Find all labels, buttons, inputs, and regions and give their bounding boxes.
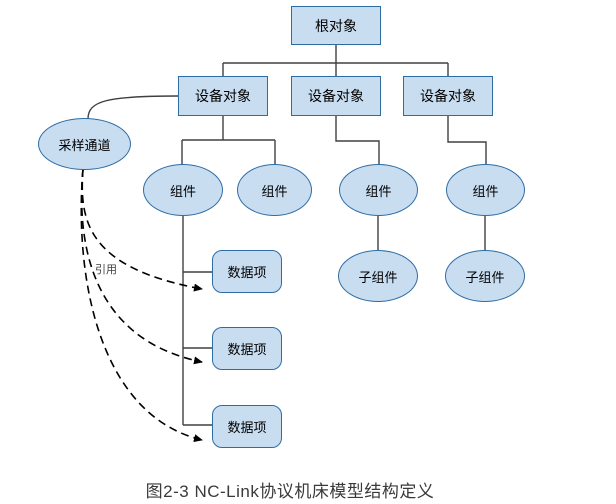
- connector-device3-to-component4: [447, 116, 487, 165]
- device-object-node-3: 设备对象: [403, 76, 493, 116]
- component-node-1: 组件: [143, 164, 223, 216]
- device-object-node-2: 设备对象: [291, 76, 381, 116]
- component-node-3: 组件: [339, 164, 418, 216]
- device-object-node-1: 设备对象: [178, 76, 268, 116]
- subcomponent-node-1: 子组件: [338, 250, 418, 302]
- data-item-node-2: 数据项: [212, 327, 282, 370]
- sampling-channel-node: 采样通道: [38, 118, 131, 170]
- subcomponent-node-2: 子组件: [445, 250, 525, 302]
- component-node-4: 组件: [446, 164, 525, 216]
- connector-device1-to-components: [181, 116, 276, 165]
- reference-label: 引用: [95, 264, 117, 276]
- connector-sampling-to-device1: [87, 95, 179, 120]
- component-node-2: 组件: [237, 164, 312, 216]
- connector-root-to-devices: [222, 45, 449, 76]
- figure-caption: 图2-3 NC-Link协议机床模型结构定义: [145, 482, 435, 501]
- connector-component1-to-dataitems: [182, 215, 212, 426]
- root-object-node: 根对象: [291, 6, 381, 45]
- data-item-node-3: 数据项: [212, 405, 282, 448]
- connector-device2-to-component3: [335, 116, 380, 165]
- data-item-node-1: 数据项: [212, 250, 282, 293]
- reference-arrow-3: [80, 168, 203, 443]
